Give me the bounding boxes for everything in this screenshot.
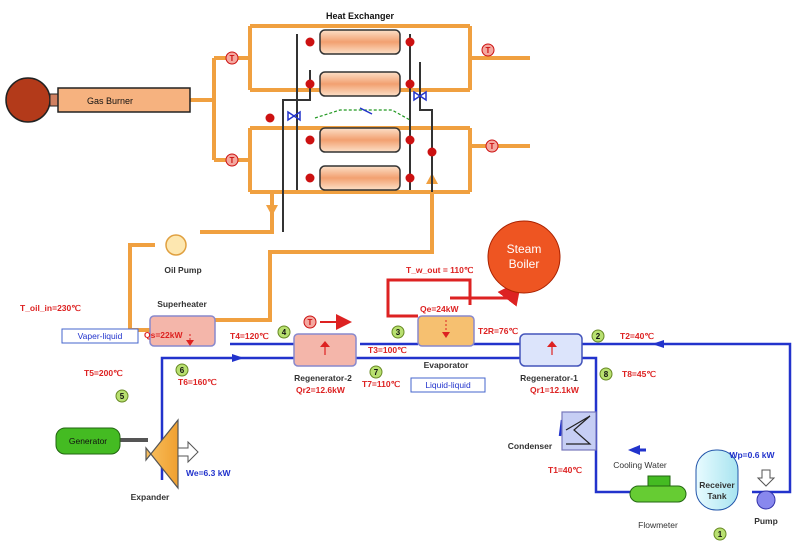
- steam-boiler-label-2: Boiler: [509, 257, 540, 271]
- t2-label: T2=40℃: [620, 331, 654, 341]
- regenerator-1: [519, 333, 583, 367]
- flow-arrows: [232, 340, 664, 455]
- state-points: 1 2 3 4 5 6 7 8: [115, 325, 727, 541]
- evaporator: [417, 315, 475, 347]
- state-point-label: 5: [120, 392, 125, 401]
- state-point: [175, 363, 189, 377]
- heat-exchanger: [319, 29, 401, 191]
- burner-stem: [49, 93, 59, 107]
- vaper-liquid-box: [61, 328, 139, 344]
- oil-pump-label: Oil Pump: [164, 265, 201, 275]
- regenerator-1-label: Regenerator-1: [520, 373, 578, 383]
- temp-sensors-oil: T T T T: [225, 43, 499, 167]
- liquid-liquid-label: Liquid-liquid: [425, 380, 471, 390]
- state-point-label: 4: [282, 328, 287, 337]
- temp-sensor: [225, 51, 239, 65]
- burner-ball: [5, 77, 51, 123]
- flowmeter-label: Flowmeter: [638, 520, 678, 530]
- t3-label: T3=100℃: [368, 345, 407, 355]
- work-output-arrow: [177, 440, 199, 464]
- liquid-liquid-box: [410, 377, 486, 393]
- steam-boiler-label-1: Steam: [507, 242, 542, 256]
- condenser-label: Condenser: [508, 441, 553, 451]
- gas-burner-box: [57, 87, 191, 113]
- pump: [756, 490, 776, 510]
- oil-pump: [165, 234, 187, 256]
- hx-tube: [319, 71, 401, 97]
- bypass-valves: [287, 90, 427, 122]
- evaporator-label: Evaporator: [424, 360, 470, 370]
- t-w-out-label: T_w_out = 110℃: [406, 265, 474, 275]
- superheater-label: Superheater: [157, 299, 207, 309]
- regenerator-2-label: Regenerator-2: [294, 373, 352, 383]
- pump-label: Pump: [754, 516, 778, 526]
- state-point: [391, 325, 405, 339]
- hx-tube: [319, 165, 401, 191]
- we-label: We=6.3 kW: [186, 468, 231, 478]
- temp-sensor-label: T: [308, 318, 313, 327]
- flowmeter-body: [629, 485, 687, 503]
- temp-sensor-label: T: [490, 142, 495, 151]
- state-point: [277, 325, 291, 339]
- state-point: [115, 389, 129, 403]
- hx-tube: [319, 29, 401, 55]
- t2r-label: T2R=76℃: [478, 326, 518, 336]
- t4-label: T4=120℃: [230, 331, 269, 341]
- temp-sensor: [225, 153, 239, 167]
- gas-burner-label: Gas Burner: [87, 96, 133, 106]
- generator-label: Generator: [69, 436, 107, 446]
- state-point-label: 8: [604, 370, 609, 379]
- t5-label: T5=200℃: [84, 368, 123, 378]
- vaper-liquid-label: Vaper-liquid: [78, 331, 123, 341]
- water-circuit: [320, 278, 522, 330]
- wp-label: Wp=0.6 kW: [729, 450, 775, 460]
- state-point-label: 3: [396, 328, 401, 337]
- state-point: [369, 365, 383, 379]
- expander-label: Expander: [131, 492, 170, 502]
- steam-boiler: [487, 220, 561, 294]
- temp-sensor-label: T: [230, 54, 235, 63]
- condenser-coil: [565, 415, 592, 445]
- temp-sensor-label: T: [230, 156, 235, 165]
- receiver-tank-label-2: Tank: [707, 491, 726, 501]
- temp-sensor: [485, 139, 499, 153]
- oil-circuit: [128, 24, 530, 332]
- state-point: [599, 367, 613, 381]
- state-point: [591, 329, 605, 343]
- cooling-water-label: Cooling Water: [613, 460, 667, 470]
- temp-sensor-label: T: [486, 46, 491, 55]
- generator: [55, 427, 121, 455]
- state-point: [713, 527, 727, 541]
- control-signal-line: [314, 109, 411, 121]
- t8-label: T8=45℃: [622, 369, 656, 379]
- qr2-label: Qr2=12.6kW: [296, 385, 346, 395]
- pump-work-arrow: [756, 469, 776, 487]
- t6-label: T6=160℃: [178, 377, 217, 387]
- t1-label: T1=40℃: [548, 465, 582, 475]
- t-oil-in-label: T_oil_in=230℃: [20, 303, 81, 313]
- t7-label: T7=110℃: [362, 379, 401, 389]
- temp-sensor: [481, 43, 495, 57]
- expander: [145, 418, 179, 490]
- qe-label: Qe=24kW: [420, 304, 459, 314]
- receiver-tank-label-1: Receiver: [699, 480, 735, 490]
- qs-label: Qs=22kW: [144, 330, 183, 340]
- state-point-label: 2: [596, 332, 601, 341]
- superheater: [149, 315, 216, 347]
- hx-tube: [319, 127, 401, 153]
- state-point-label: 6: [180, 366, 185, 375]
- hx-valve-dots: [265, 37, 437, 183]
- state-point-label: 1: [718, 530, 723, 539]
- temp-sensor: [303, 315, 317, 329]
- heat-exchanger-label: Heat Exchanger: [326, 11, 395, 21]
- qr1-label: Qr1=12.1kW: [530, 385, 580, 395]
- receiver-tank: [695, 449, 739, 511]
- state-point-label: 7: [374, 368, 379, 377]
